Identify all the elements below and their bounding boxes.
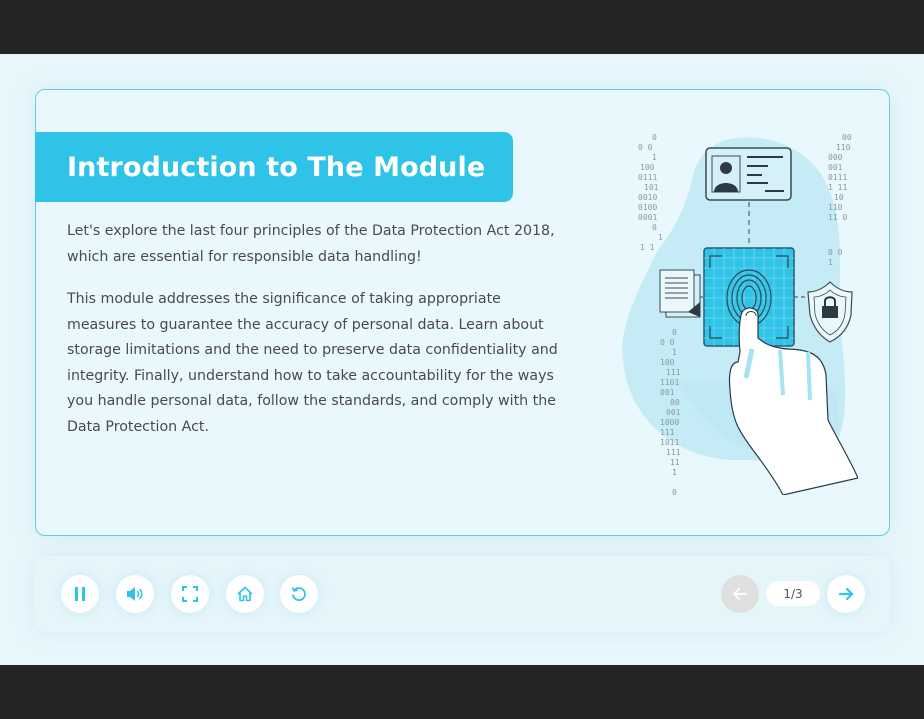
- player-stage: Introduction to The Module Let's explore…: [0, 54, 924, 665]
- svg-text:001: 001: [828, 163, 843, 172]
- top-letterbox-bar: [0, 0, 924, 54]
- svg-text:1011: 1011: [660, 438, 679, 447]
- svg-text:0: 0: [672, 328, 677, 337]
- shield-lock-icon: [807, 281, 853, 343]
- svg-text:001: 001: [660, 388, 675, 397]
- svg-text:1: 1: [658, 233, 663, 242]
- svg-text:0: 0: [672, 488, 677, 495]
- svg-text:1: 1: [828, 258, 833, 267]
- pause-icon: [75, 587, 85, 601]
- svg-text:101: 101: [644, 183, 659, 192]
- page-counter: 1/3: [766, 581, 820, 606]
- svg-text:0111: 0111: [828, 173, 847, 182]
- svg-text:0001: 0001: [638, 213, 657, 222]
- id-card-icon: [705, 147, 792, 201]
- svg-text:0 0: 0 0: [660, 338, 675, 347]
- title-banner: Introduction to The Module: [35, 132, 513, 202]
- svg-text:0: 0: [652, 223, 657, 232]
- arrow-right-icon: [838, 587, 854, 601]
- svg-text:10: 10: [834, 193, 844, 202]
- svg-text:110: 110: [828, 203, 843, 212]
- bottom-letterbox-bar: [0, 665, 924, 719]
- hand-icon: [728, 307, 858, 495]
- svg-text:111: 111: [660, 428, 675, 437]
- svg-text:0010: 0010: [638, 193, 657, 202]
- intro-paragraph: Let's explore the last four principles o…: [67, 223, 555, 265]
- home-button[interactable]: [226, 575, 264, 613]
- svg-text:111: 111: [666, 448, 681, 457]
- home-icon: [237, 586, 253, 602]
- svg-text:0 0: 0 0: [828, 248, 843, 257]
- svg-text:0 0: 0 0: [638, 143, 653, 152]
- svg-text:110: 110: [836, 143, 851, 152]
- replay-button[interactable]: [280, 575, 318, 613]
- previous-slide-button[interactable]: [721, 575, 759, 613]
- svg-text:1000: 1000: [660, 418, 679, 427]
- svg-text:1 1: 1 1: [640, 243, 655, 252]
- svg-text:0100: 0100: [638, 203, 657, 212]
- svg-text:11: 11: [670, 458, 680, 467]
- svg-text:111: 111: [666, 368, 681, 377]
- volume-button[interactable]: [116, 575, 154, 613]
- svg-text:1: 1: [672, 348, 677, 357]
- fullscreen-button[interactable]: [171, 575, 209, 613]
- volume-icon: [127, 587, 143, 601]
- slide-title: Introduction to The Module: [67, 151, 486, 183]
- svg-text:1101: 1101: [660, 378, 679, 387]
- svg-text:1: 1: [672, 468, 677, 477]
- player-controls-bar: 1/3: [35, 556, 890, 632]
- slide-body: Let's explore the last four principles o…: [67, 219, 567, 457]
- svg-text:11 0: 11 0: [828, 213, 847, 222]
- svg-text:1: 1: [652, 153, 657, 162]
- documents-icon: [659, 269, 701, 318]
- next-slide-button[interactable]: [827, 575, 865, 613]
- replay-icon: [291, 587, 306, 601]
- pause-button[interactable]: [61, 575, 99, 613]
- description-paragraph: This module addresses the significance o…: [67, 291, 558, 435]
- svg-text:000: 000: [828, 153, 843, 162]
- svg-text:100: 100: [660, 358, 675, 367]
- svg-text:1 11: 1 11: [828, 183, 847, 192]
- svg-text:100: 100: [640, 163, 655, 172]
- arrow-left-icon: [732, 588, 747, 600]
- svg-text:00: 00: [842, 133, 852, 142]
- svg-text:001: 001: [666, 408, 681, 417]
- fullscreen-icon: [182, 586, 198, 602]
- fingerprint-scanner-icon: [703, 247, 795, 347]
- svg-text:0: 0: [652, 133, 657, 142]
- svg-text:0111: 0111: [638, 173, 657, 182]
- svg-text:00: 00: [670, 398, 680, 407]
- slide-card: Introduction to The Module Let's explore…: [35, 89, 890, 536]
